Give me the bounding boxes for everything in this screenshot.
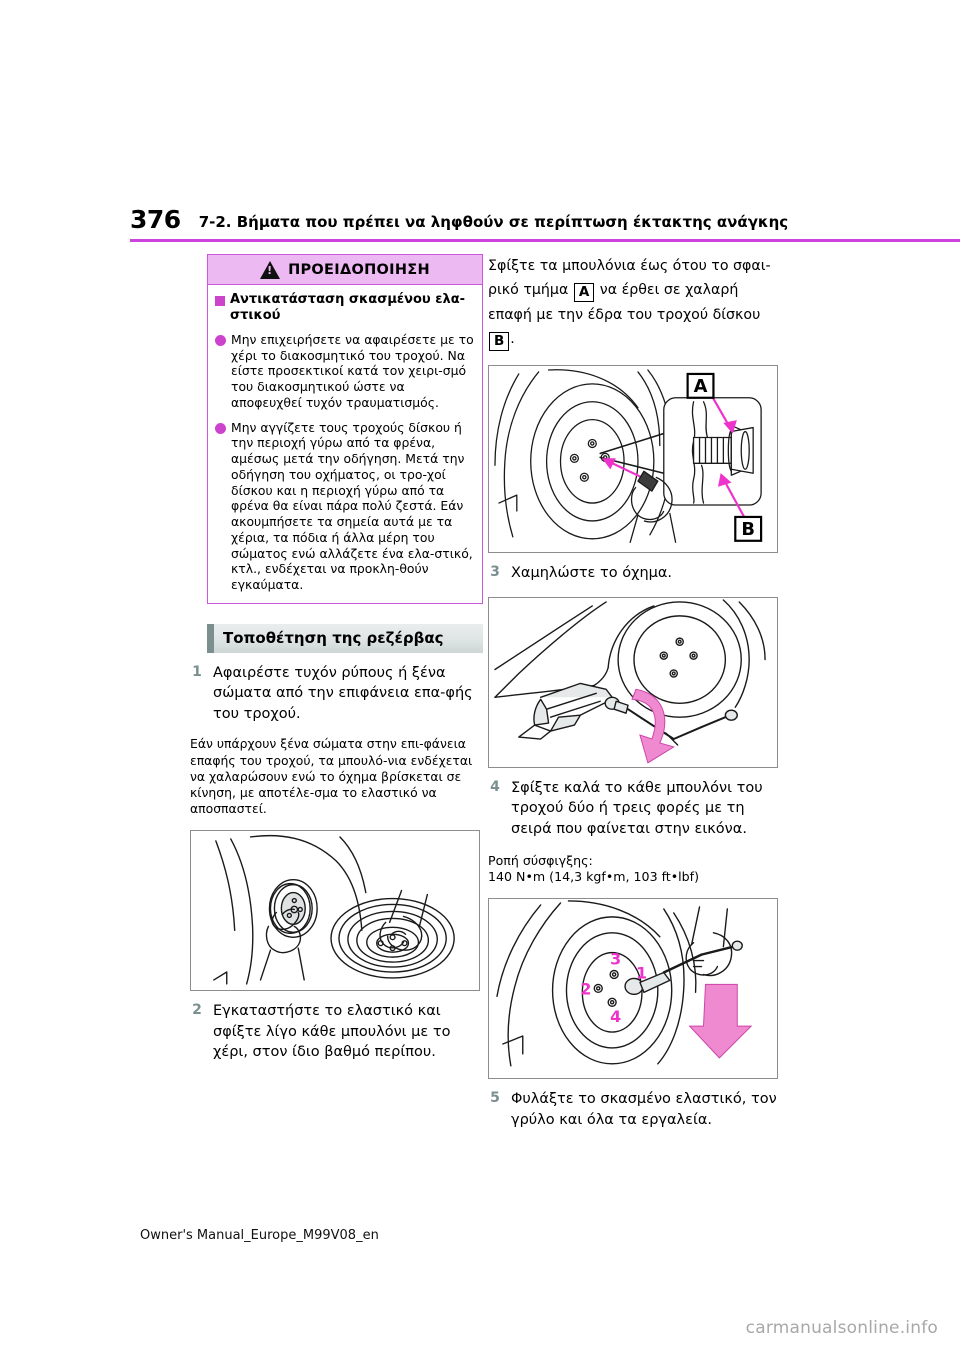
intro-text-part-3: . (510, 331, 515, 348)
torque-value: 140 N•m (14,3 kgf•m, 103 ft•lbf) (488, 868, 700, 884)
order-label-1: 1 (636, 964, 647, 983)
warning-subheading-row: Αντικατάσταση σκασμένου ελα-στικού (215, 292, 474, 325)
hub-and-wheel-cleaning-illustration (190, 830, 480, 991)
section-heading-text: Τοποθέτηση της ρεζέρβας (223, 629, 444, 648)
warning-box: ΠΡΟΕΙΔΟΠΟΙΗΣΗ Αντικατάσταση σκασμένου ελ… (207, 254, 483, 604)
wheel-bolt-seating-detail-illustration: A B (488, 364, 778, 554)
order-label-2: 2 (580, 980, 591, 999)
intro-text-part-2: να έρθει σε χαλαρή επαφή με την έδρα του… (488, 282, 761, 323)
callout-label-b: B (489, 332, 510, 351)
dot-bullet-icon (215, 334, 226, 346)
warning-subheading: Αντικατάσταση σκασμένου ελα-στικού (230, 292, 466, 324)
callout-b-glyph: B (741, 519, 755, 540)
step-1-text: Αφαιρέστε τυχόν ρύπους ή ξένα σώματα από… (213, 664, 473, 722)
page-number: 376 (130, 205, 181, 234)
bolt-tightening-order-illustration: 1 2 3 4 (488, 898, 778, 1079)
square-bullet-icon (215, 296, 225, 306)
step-1: 1 Αφαιρέστε τυχόν ρύπους ή ξένα σώματα α… (190, 663, 480, 725)
step-2-number: 2 (192, 1002, 202, 1018)
order-label-4: 4 (610, 1007, 621, 1026)
watermark: carmanualsonline.info (745, 1318, 938, 1338)
warning-item: Μην αγγίζετε τους τροχούς δίσκου ή την π… (215, 420, 474, 593)
warning-item-text: Μην αγγίζετε τους τροχούς δίσκου ή την π… (231, 419, 473, 593)
step-4-text: Σφίξτε καλά το κάθε μπουλόνι του τροχού … (511, 779, 763, 837)
header-divider (130, 239, 960, 242)
step-3: 3 Χαμηλώστε το όχημα. (488, 563, 778, 584)
page-title: 7-2. Βήματα που πρέπει να ληφθούν σε περ… (198, 213, 789, 231)
callout-a-glyph: A (694, 376, 708, 397)
right-column: Σφίξτε τα μπουλόνια έως ότου το σφαι-ρικ… (488, 254, 778, 1130)
step-5: 5 Φυλάξτε το σκασμένο ελαστικό, τον γρύλ… (488, 1089, 778, 1130)
step-3-text: Χαμηλώστε το όχημα. (511, 565, 673, 582)
step-2-text: Εγκαταστήστε το ελαστικό και σφίξτε λίγο… (213, 1003, 451, 1061)
warning-header: ΠΡΟΕΙΔΟΠΟΙΗΣΗ (208, 255, 482, 285)
warning-triangle-icon (260, 260, 281, 279)
step-2: 2 Εγκαταστήστε το ελαστικό και σφίξτε λί… (190, 1001, 480, 1063)
section-accent-bar (207, 623, 214, 653)
torque-spec: Ροπή σύσφιγξης: 140 N•m (14,3 kgf•m, 103… (488, 853, 778, 886)
warning-item: Μην επιχειρήσετε να αφαιρέσετε με το χέρ… (215, 332, 474, 411)
dot-bullet-icon (215, 422, 226, 434)
torque-label: Ροπή σύσφιγξης: (488, 852, 593, 868)
document-id: Owner's Manual_Europe_M99V08_en (140, 1228, 379, 1243)
right-column-intro: Σφίξτε τα μπουλόνια έως ότου το σφαι-ρικ… (488, 254, 778, 352)
page-header: 376 7-2. Βήματα που πρέπει να ληφθούν σε… (130, 196, 960, 232)
order-label-3: 3 (610, 950, 621, 969)
left-column: ΠΡΟΕΙΔΟΠΟΙΗΣΗ Αντικατάσταση σκασμένου ελ… (190, 254, 483, 1063)
step-5-number: 5 (490, 1089, 500, 1106)
step-4-number: 4 (490, 778, 500, 795)
step-1-number: 1 (192, 663, 202, 680)
warning-title: ΠΡΟΕΙΔΟΠΟΙΗΣΗ (288, 261, 430, 278)
step-3-number: 3 (490, 564, 500, 581)
section-heading-bar: Τοποθέτηση της ρεζέρβας (207, 623, 483, 653)
step-4: 4 Σφίξτε καλά το κάθε μπουλόνι του τροχο… (488, 778, 778, 840)
callout-label-a: A (573, 283, 595, 302)
intro-text-part-1: Σφίξτε τα μπουλόνια έως ότου το σφαι-ρικ… (488, 258, 771, 299)
step-1-note: Εάν υπάρχουν ξένα σώματα στην επι-φάνεια… (190, 736, 473, 816)
warning-body: Αντικατάσταση σκασμένου ελα-στικού Μην ε… (208, 285, 482, 603)
step-5-text: Φυλάξτε το σκασμένο ελαστικό, τον γρύλο … (511, 1090, 777, 1128)
lowering-jack-illustration (488, 596, 778, 768)
warning-item-text: Μην επιχειρήσετε να αφαιρέσετε με το χέρ… (231, 331, 474, 410)
